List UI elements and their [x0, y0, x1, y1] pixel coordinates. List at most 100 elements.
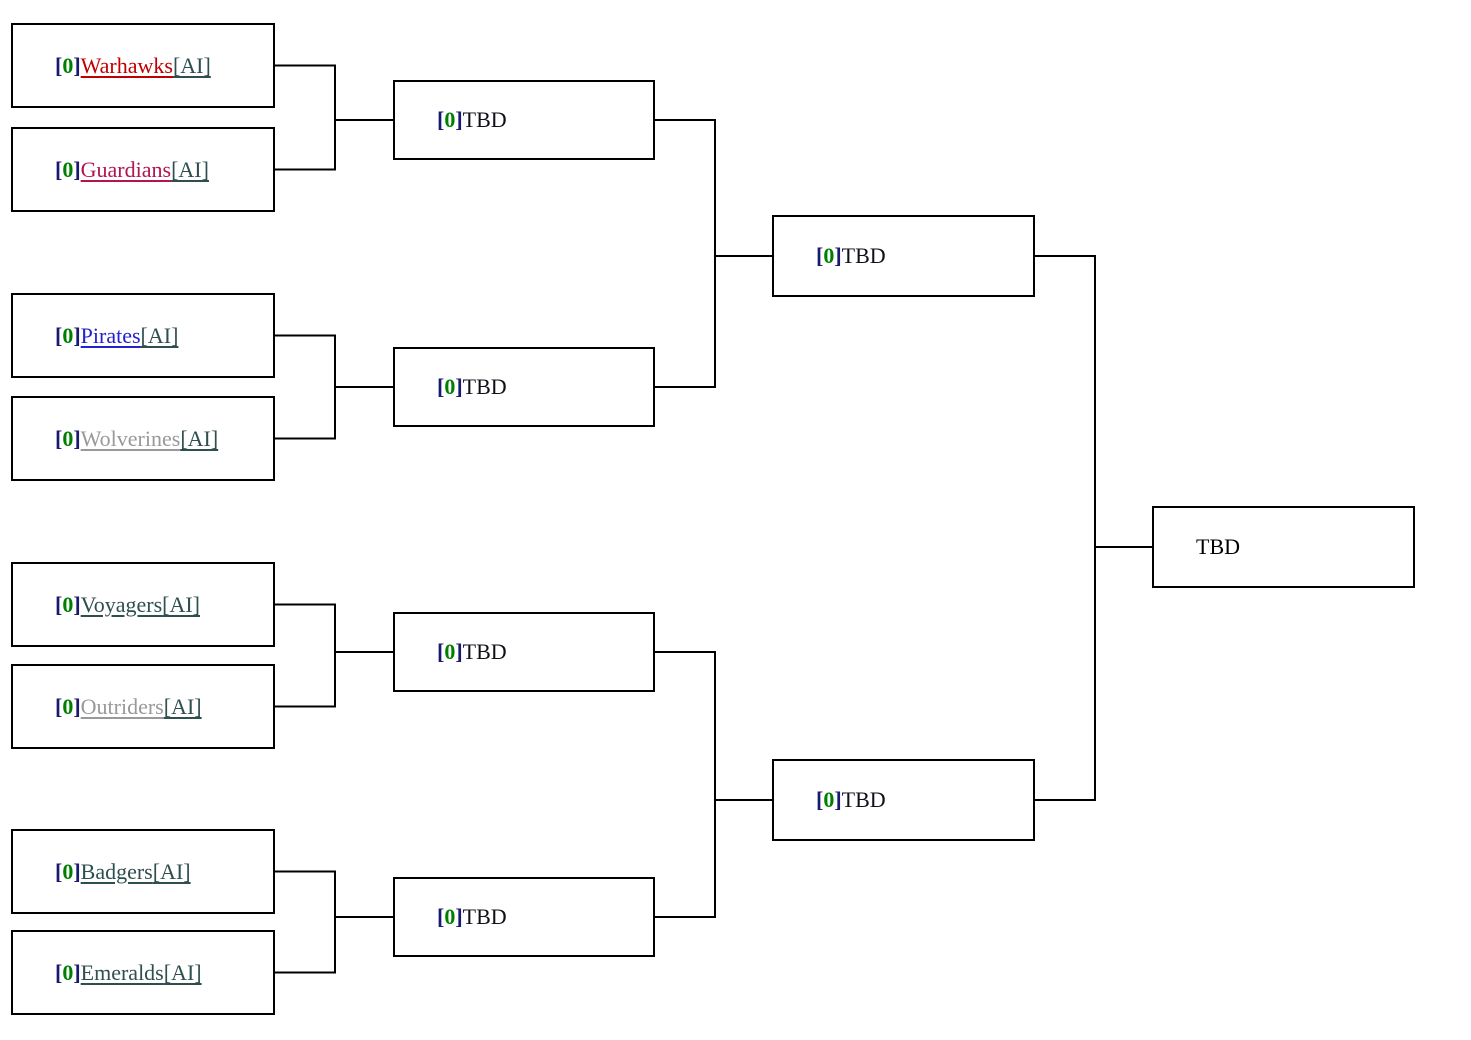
- champion-label: TBD: [1196, 534, 1240, 559]
- score-value: 0: [62, 959, 74, 985]
- team-link-outriders[interactable]: Outriders: [80, 693, 164, 719]
- match-slot-badgers: [0]Badgers[AI]: [11, 829, 275, 914]
- score-badge: [0]: [55, 322, 81, 348]
- tbd-label: TBD: [462, 107, 507, 132]
- score-value: 0: [823, 787, 835, 812]
- score-bracket-open: [: [55, 693, 63, 719]
- match-slot-final-feeder-2: [0]TBD: [772, 759, 1035, 841]
- team-link-badgers[interactable]: Badgers: [80, 858, 153, 884]
- score-badge: [0]: [816, 245, 842, 267]
- score-badge: [0]: [55, 425, 81, 451]
- score-bracket-open: [: [437, 374, 445, 399]
- match-slot-wolverines: [0]Wolverines[AI]: [11, 396, 275, 481]
- tbd-label: TBD: [462, 639, 507, 664]
- score-bracket-open: [: [55, 858, 63, 884]
- score-bracket-close: ]: [455, 107, 463, 132]
- score-badge: [0]: [55, 693, 81, 719]
- score-bracket-open: [: [437, 639, 445, 664]
- score-value: 0: [444, 107, 456, 132]
- score-bracket-open: [: [437, 107, 445, 132]
- score-value: 0: [823, 243, 835, 268]
- score-bracket-close: ]: [455, 374, 463, 399]
- score-badge: [0]: [437, 376, 463, 398]
- team-link-wolverines[interactable]: Wolverines: [80, 425, 181, 451]
- connector-line: [275, 603, 393, 708]
- match-slot-guardians: [0]Guardians[AI]: [11, 127, 275, 212]
- score-bracket-close: ]: [834, 243, 842, 268]
- score-badge: [0]: [55, 156, 81, 182]
- score-value: 0: [62, 156, 74, 182]
- connector-line: [655, 119, 772, 388]
- score-bracket-open: [: [55, 156, 63, 182]
- match-slot-semifinal-feeder-1: [0]TBD: [393, 80, 655, 160]
- score-bracket-close: ]: [455, 639, 463, 664]
- match-slot-pirates: [0]Pirates[AI]: [11, 293, 275, 378]
- ai-link[interactable]: [AI]: [163, 693, 202, 719]
- tbd-label: TBD: [841, 243, 886, 268]
- score-badge: [0]: [55, 959, 81, 985]
- score-bracket-close: ]: [73, 322, 81, 348]
- score-value: 0: [62, 425, 74, 451]
- score-bracket-close: ]: [73, 591, 81, 617]
- ai-link[interactable]: [AI]: [162, 591, 200, 617]
- match-slot-semifinal-feeder-2: [0]TBD: [393, 347, 655, 427]
- score-bracket-open: [: [55, 591, 63, 617]
- match-slot-final-feeder-1: [0]TBD: [772, 215, 1035, 297]
- score-badge: [0]: [55, 52, 81, 78]
- score-bracket-open: [: [55, 425, 63, 451]
- score-value: 0: [444, 374, 456, 399]
- connector-line: [275, 870, 393, 974]
- team-link-warhawks[interactable]: Warhawks: [80, 52, 173, 78]
- tbd-label: TBD: [462, 904, 507, 929]
- match-slot-emeralds: [0]Emeralds[AI]: [11, 930, 275, 1015]
- tbd-label: TBD: [462, 374, 507, 399]
- score-bracket-close: ]: [73, 858, 81, 884]
- ai-link[interactable]: [AI]: [172, 52, 211, 78]
- score-bracket-close: ]: [73, 425, 81, 451]
- champion-slot: TBD: [1152, 506, 1415, 588]
- team-link-emeralds[interactable]: Emeralds: [80, 959, 164, 985]
- connector-line: [1035, 255, 1152, 801]
- score-value: 0: [62, 322, 74, 348]
- team-link-guardians[interactable]: Guardians: [80, 156, 172, 182]
- match-slot-voyagers: [0]Voyagers[AI]: [11, 562, 275, 647]
- score-bracket-open: [: [437, 904, 445, 929]
- ai-link[interactable]: [AI]: [180, 425, 219, 451]
- score-value: 0: [62, 591, 74, 617]
- score-bracket-open: [: [816, 787, 824, 812]
- ai-link[interactable]: [AI]: [152, 858, 191, 884]
- ai-link[interactable]: [AI]: [140, 322, 179, 348]
- score-value: 0: [62, 693, 74, 719]
- match-slot-semifinal-feeder-3: [0]TBD: [393, 612, 655, 692]
- connector-line: [275, 334, 393, 440]
- score-bracket-open: [: [55, 959, 63, 985]
- match-slot-outriders: [0]Outriders[AI]: [11, 664, 275, 749]
- score-bracket-open: [: [55, 322, 63, 348]
- match-slot-warhawks: [0]Warhawks[AI]: [11, 23, 275, 108]
- score-bracket-open: [: [816, 243, 824, 268]
- score-badge: [0]: [816, 789, 842, 811]
- score-badge: [0]: [55, 591, 81, 617]
- score-value: 0: [444, 904, 456, 929]
- score-badge: [0]: [437, 641, 463, 663]
- connector-line: [655, 651, 772, 918]
- score-badge: [0]: [55, 858, 81, 884]
- connector-line: [275, 64, 393, 171]
- score-badge: [0]: [437, 906, 463, 928]
- team-link-voyagers[interactable]: Voyagers: [80, 591, 163, 617]
- ai-link[interactable]: [AI]: [171, 156, 209, 182]
- ai-link[interactable]: [AI]: [163, 959, 202, 985]
- score-bracket-close: ]: [73, 959, 81, 985]
- score-value: 0: [444, 639, 456, 664]
- score-bracket-close: ]: [73, 52, 81, 78]
- match-slot-semifinal-feeder-4: [0]TBD: [393, 877, 655, 957]
- score-bracket-open: [: [55, 52, 63, 78]
- team-link-pirates[interactable]: Pirates: [80, 322, 141, 348]
- score-bracket-close: ]: [73, 693, 81, 719]
- score-bracket-close: ]: [834, 787, 842, 812]
- score-value: 0: [62, 52, 74, 78]
- score-value: 0: [62, 858, 74, 884]
- score-bracket-close: ]: [73, 156, 81, 182]
- tbd-label: TBD: [841, 787, 886, 812]
